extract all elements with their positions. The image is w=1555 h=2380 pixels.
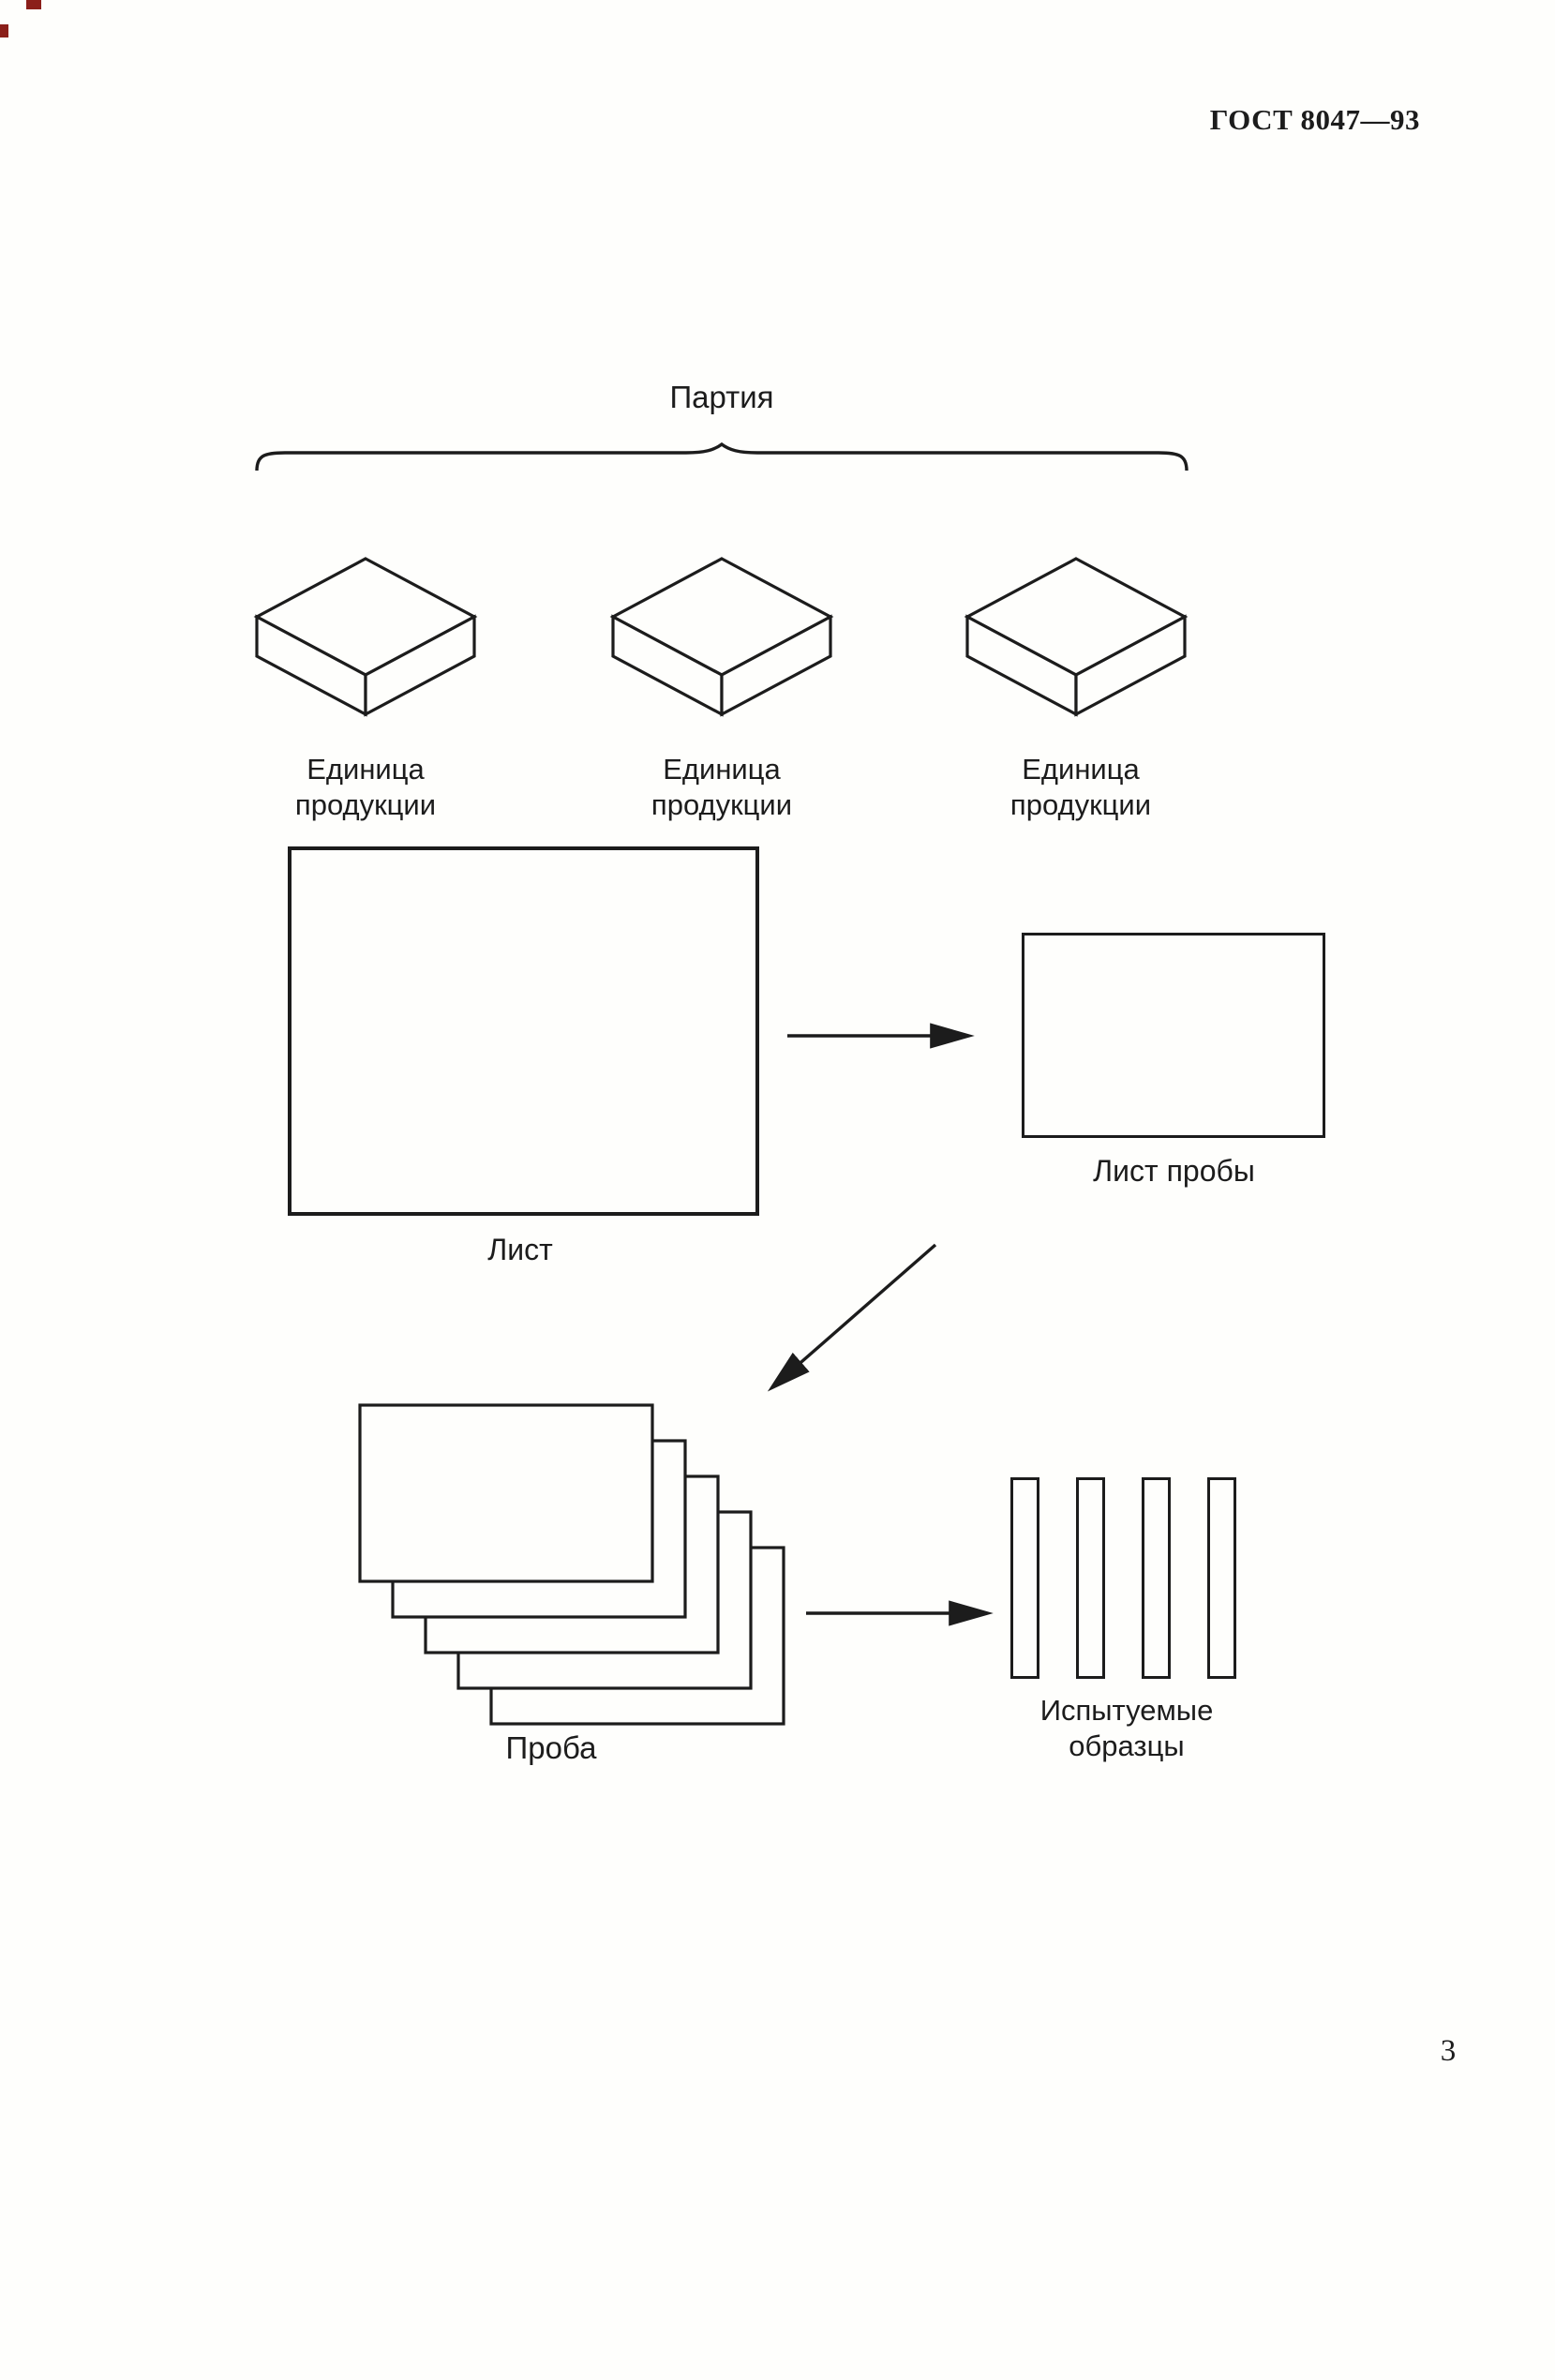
arrow-right-icon xyxy=(806,1600,994,1626)
specimens-label: Испытуемые образцы xyxy=(1039,1694,1214,1762)
unit-label: Единица продукции xyxy=(650,753,793,821)
scan-artifact xyxy=(0,24,8,37)
sheet-label: Лист xyxy=(487,1233,553,1266)
product-unit-icon xyxy=(609,557,834,717)
brace-icon xyxy=(255,442,1189,472)
sample-label: Проба xyxy=(505,1730,597,1765)
product-unit-icon xyxy=(253,557,478,717)
sample-stack-icon xyxy=(358,1403,785,1726)
unit-label: Единица продукции xyxy=(1009,753,1152,821)
arrow-down-left-icon xyxy=(767,1243,937,1392)
product-unit-icon xyxy=(964,557,1189,717)
scan-artifact xyxy=(26,0,41,9)
page-number: 3 xyxy=(1440,2034,1457,2068)
arrow-right-icon xyxy=(787,1023,975,1049)
test-strip xyxy=(1142,1477,1171,1679)
test-strips xyxy=(1010,1477,1236,1679)
test-strip xyxy=(1076,1477,1105,1679)
doc-code-header: ГОСТ 8047—93 xyxy=(1209,103,1420,136)
sample-sheet-label: Лист пробы xyxy=(1093,1154,1255,1188)
test-strip xyxy=(1010,1477,1039,1679)
sheet-rect xyxy=(288,846,759,1216)
batch-label: Партия xyxy=(669,380,774,414)
test-strip xyxy=(1207,1477,1236,1679)
sample-sheet-rect xyxy=(1022,933,1325,1138)
unit-label: Единица продукции xyxy=(294,753,437,821)
